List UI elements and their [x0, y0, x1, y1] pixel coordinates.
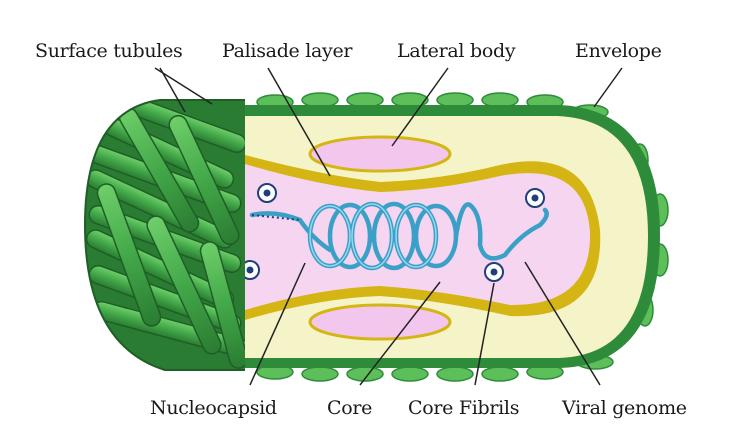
lateral-body-top	[308, 135, 452, 173]
label-viral-genome: Viral genome	[562, 397, 687, 419]
label-core: Core	[327, 397, 373, 419]
label-core-fibrils: Core Fibrils	[408, 397, 520, 419]
label-nucleocapsid: Nucleocapsid	[150, 397, 277, 419]
viral-genome-inner	[309, 203, 437, 269]
label-palisade-layer: Palisade layer	[222, 40, 353, 62]
label-surface-tubules: Surface tubules	[35, 40, 183, 62]
left-cap-outline	[83, 99, 245, 371]
label-envelope: Envelope	[575, 40, 662, 62]
nucleocapsid-dots	[251, 214, 301, 221]
leader-lines	[154, 67, 623, 386]
surface-tubules	[85, 100, 245, 370]
lateral-body-bottom	[308, 303, 452, 341]
core-fibrils	[240, 183, 545, 282]
label-lateral-body: Lateral body	[397, 40, 516, 62]
